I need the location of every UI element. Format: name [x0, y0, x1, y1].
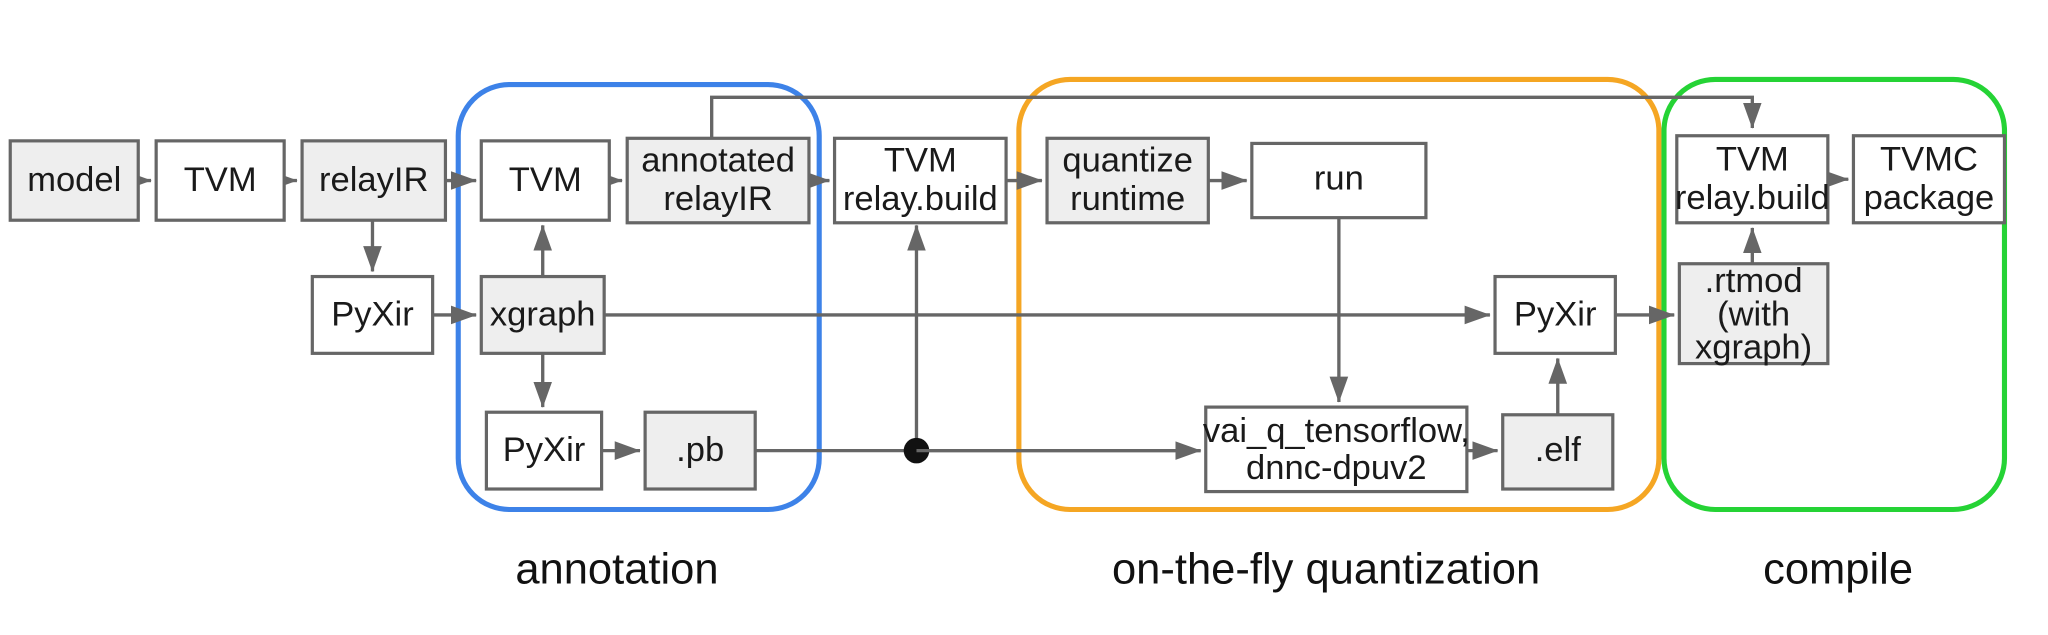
node-tvm-relay-build-1-label-2: relay.build: [843, 180, 998, 218]
node-pyxir-2[interactable]: PyXir: [484, 410, 604, 491]
node-pyxir-3[interactable]: PyXir: [1493, 274, 1617, 355]
node-relayir[interactable]: relayIR: [300, 139, 448, 222]
node-vai-q-tensorflow-label-1: vai_q_tensorflow,: [1203, 412, 1470, 450]
node-tvmc-package-label-1: TVMC: [1880, 140, 1978, 178]
node-xgraph[interactable]: xgraph: [479, 274, 606, 355]
node-tvm-1[interactable]: TVM: [154, 139, 286, 222]
node-elf-label: .elf: [1535, 431, 1581, 469]
node-pb-label: .pb: [676, 431, 724, 469]
node-quantize-runtime[interactable]: quantize runtime: [1045, 136, 1210, 225]
node-tvm-1-label: TVM: [184, 161, 257, 199]
node-rtmod-label-3: xgraph): [1695, 329, 1812, 367]
node-xgraph-label: xgraph: [490, 295, 596, 333]
node-rtmod[interactable]: .rtmod (with xgraph): [1677, 262, 1830, 367]
node-tvm-relay-build-1-label-1: TVM: [884, 142, 957, 180]
node-pyxir-2-label: PyXir: [503, 431, 586, 469]
node-quantize-runtime-label-2: runtime: [1070, 180, 1185, 218]
group-compile-container: [1661, 76, 2008, 513]
node-vai-q-tensorflow-label-2: dnnc-dpuv2: [1246, 449, 1427, 487]
node-pyxir-1[interactable]: PyXir: [310, 274, 435, 355]
node-vai-q-tensorflow[interactable]: vai_q_tensorflow, dnnc-dpuv2: [1203, 405, 1470, 494]
node-tvmc-package[interactable]: TVMC package: [1851, 134, 2007, 225]
node-tvm-relay-build-2-label-2: relay.build: [1675, 179, 1830, 217]
group-label-quantization: on-the-fly quantization: [1112, 546, 1540, 594]
node-tvmc-package-label-2: package: [1864, 179, 1995, 217]
node-pyxir-1-label: PyXir: [331, 295, 414, 333]
edge-annotated-to-compile-top-route: [710, 95, 1762, 139]
node-tvm-relay-build-1[interactable]: TVM relay.build: [832, 136, 1008, 225]
node-model[interactable]: model: [8, 139, 140, 222]
group-quantization-container: [1016, 76, 1662, 513]
node-model-label: model: [27, 161, 121, 199]
group-label-compile: compile: [1763, 546, 1913, 594]
node-relayir-label: relayIR: [319, 161, 428, 199]
node-quantize-runtime-label-1: quantize: [1062, 142, 1193, 180]
node-pb[interactable]: .pb: [643, 410, 757, 491]
node-tvm-2[interactable]: TVM: [479, 139, 611, 222]
node-rtmod-label-1: .rtmod: [1705, 262, 1803, 300]
node-annotated-relayir-label-2: relayIR: [663, 180, 772, 218]
group-label-annotation: annotation: [515, 546, 718, 594]
node-run[interactable]: run: [1250, 141, 1428, 220]
node-tvm-2-label: TVM: [509, 161, 582, 199]
node-run-label: run: [1314, 160, 1364, 198]
node-tvm-relay-build-2-label-1: TVM: [1716, 140, 1789, 178]
node-pyxir-3-label: PyXir: [1514, 295, 1597, 333]
node-annotated-relayir[interactable]: annotated relayIR: [625, 136, 811, 225]
node-elf[interactable]: .elf: [1501, 413, 1615, 491]
group-annotation-container: [455, 81, 822, 513]
node-annotated-relayir-label-1: annotated: [641, 142, 795, 180]
node-rtmod-label-2: (with: [1717, 295, 1790, 333]
node-tvm-relay-build-2[interactable]: TVM relay.build: [1675, 134, 1830, 225]
